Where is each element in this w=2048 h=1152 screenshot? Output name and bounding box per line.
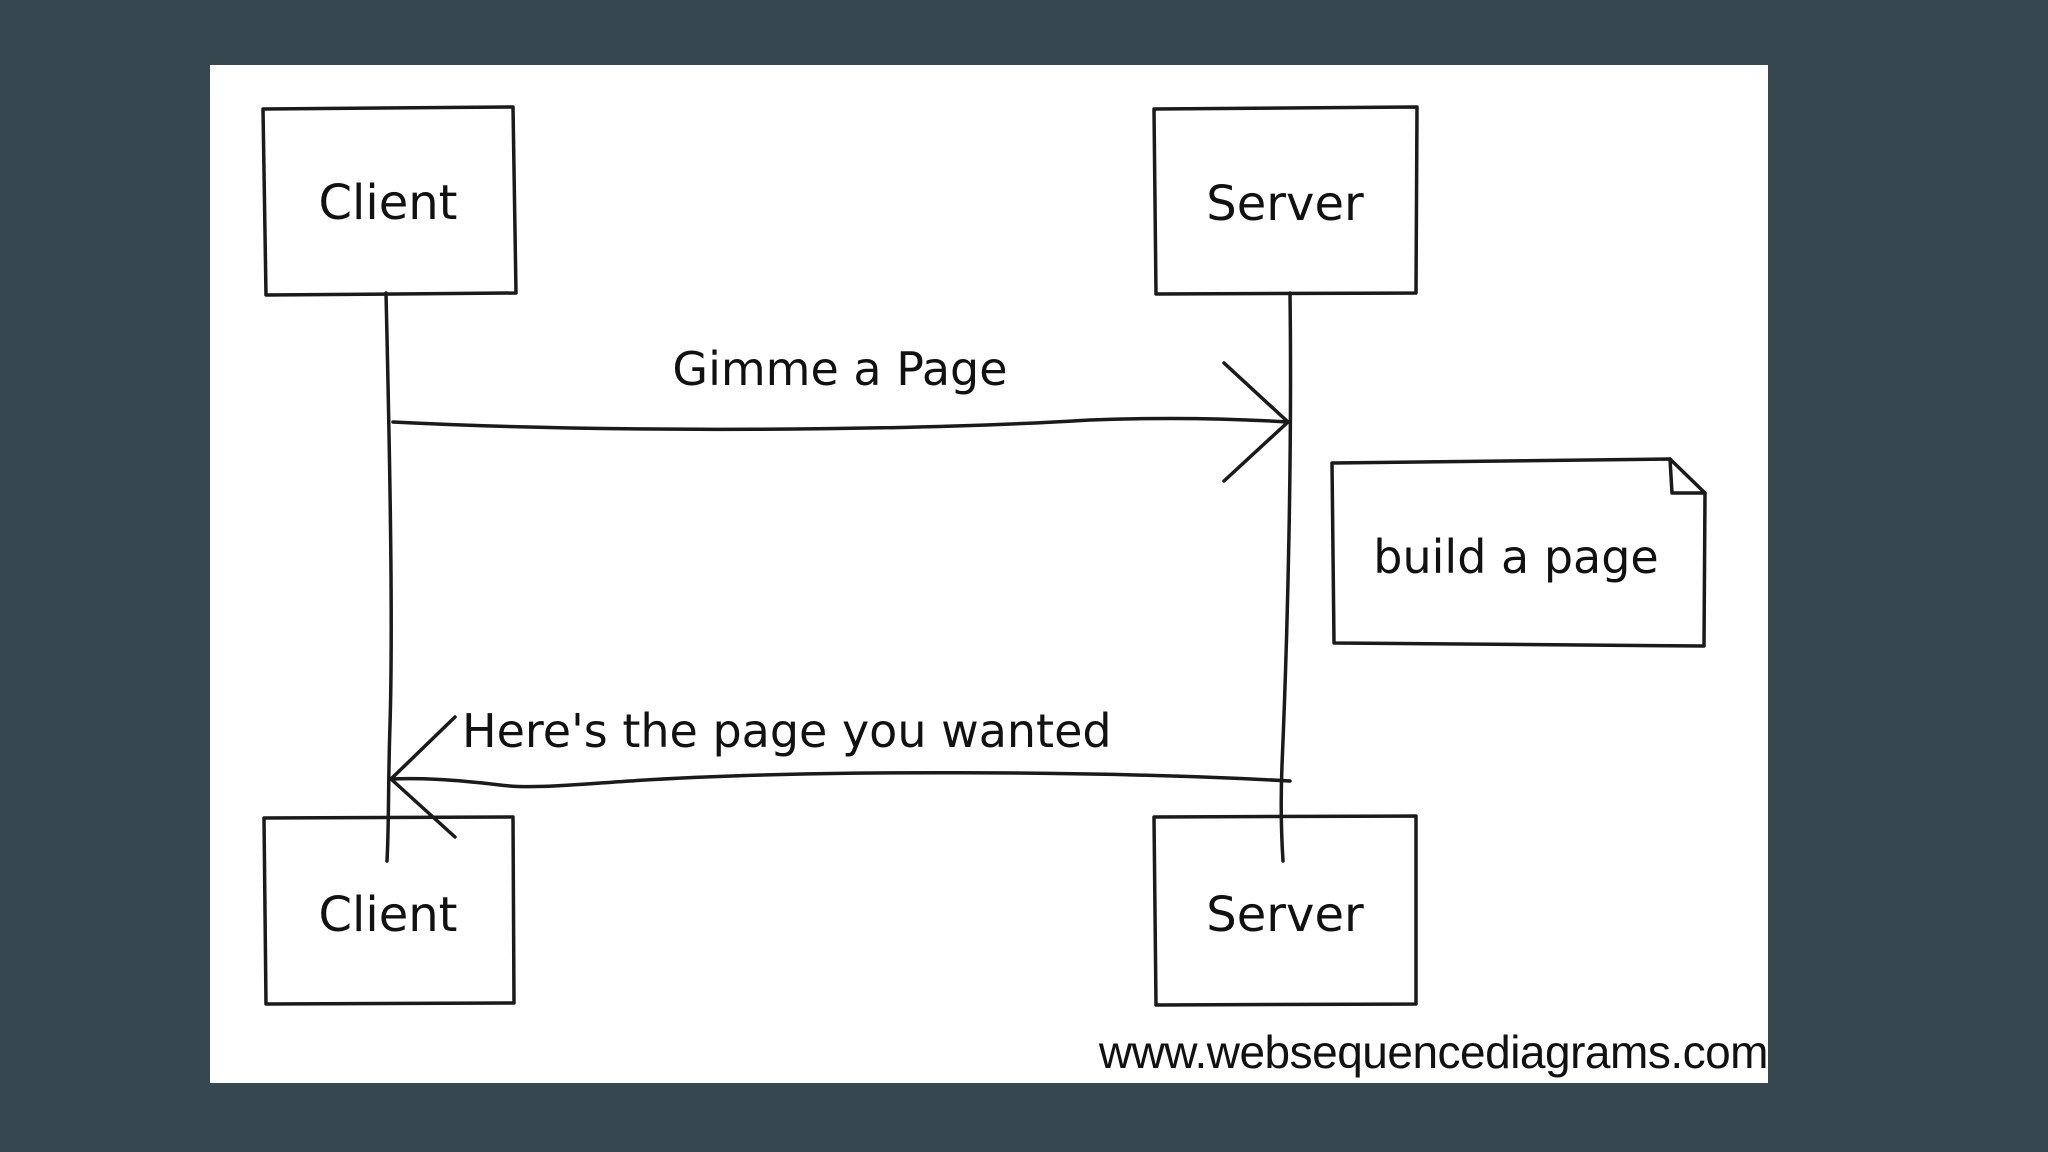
- message-response-label: Here's the page you wanted: [462, 704, 1112, 758]
- note-box: [1330, 457, 1707, 648]
- sequence-diagram: Client Server Gimme a Page build a page: [210, 65, 1768, 1083]
- diagram-svg: Client Server Gimme a Page build a page: [261, 105, 1707, 1007]
- client-lifeline: [384, 291, 393, 863]
- participant-server-top-label: Server: [1206, 176, 1364, 232]
- participant-server-top: Server: [1152, 105, 1419, 296]
- note-label: build a page: [1373, 530, 1658, 584]
- request-arrow-line: [391, 416, 1290, 432]
- response-arrow-line: [388, 770, 1292, 789]
- note-build-page: build a page: [1330, 457, 1707, 648]
- request-arrowhead: [1222, 361, 1290, 483]
- message-response: Here's the page you wanted: [388, 704, 1292, 839]
- participant-client-bottom: Client: [262, 815, 516, 1006]
- participant-client-top: Client: [261, 105, 518, 297]
- message-request-label: Gimme a Page: [672, 342, 1007, 396]
- participant-server-bottom: Server: [1152, 814, 1418, 1007]
- message-request: Gimme a Page: [391, 342, 1290, 483]
- participant-server-bottom-label: Server: [1206, 887, 1364, 943]
- participant-client-bottom-label: Client: [319, 887, 458, 943]
- participant-client-top-label: Client: [319, 175, 458, 231]
- note-folded-corner: [1668, 457, 1707, 495]
- server-lifeline: [1279, 291, 1293, 863]
- watermark-url: www.websequencediagrams.com: [1098, 1026, 1768, 1078]
